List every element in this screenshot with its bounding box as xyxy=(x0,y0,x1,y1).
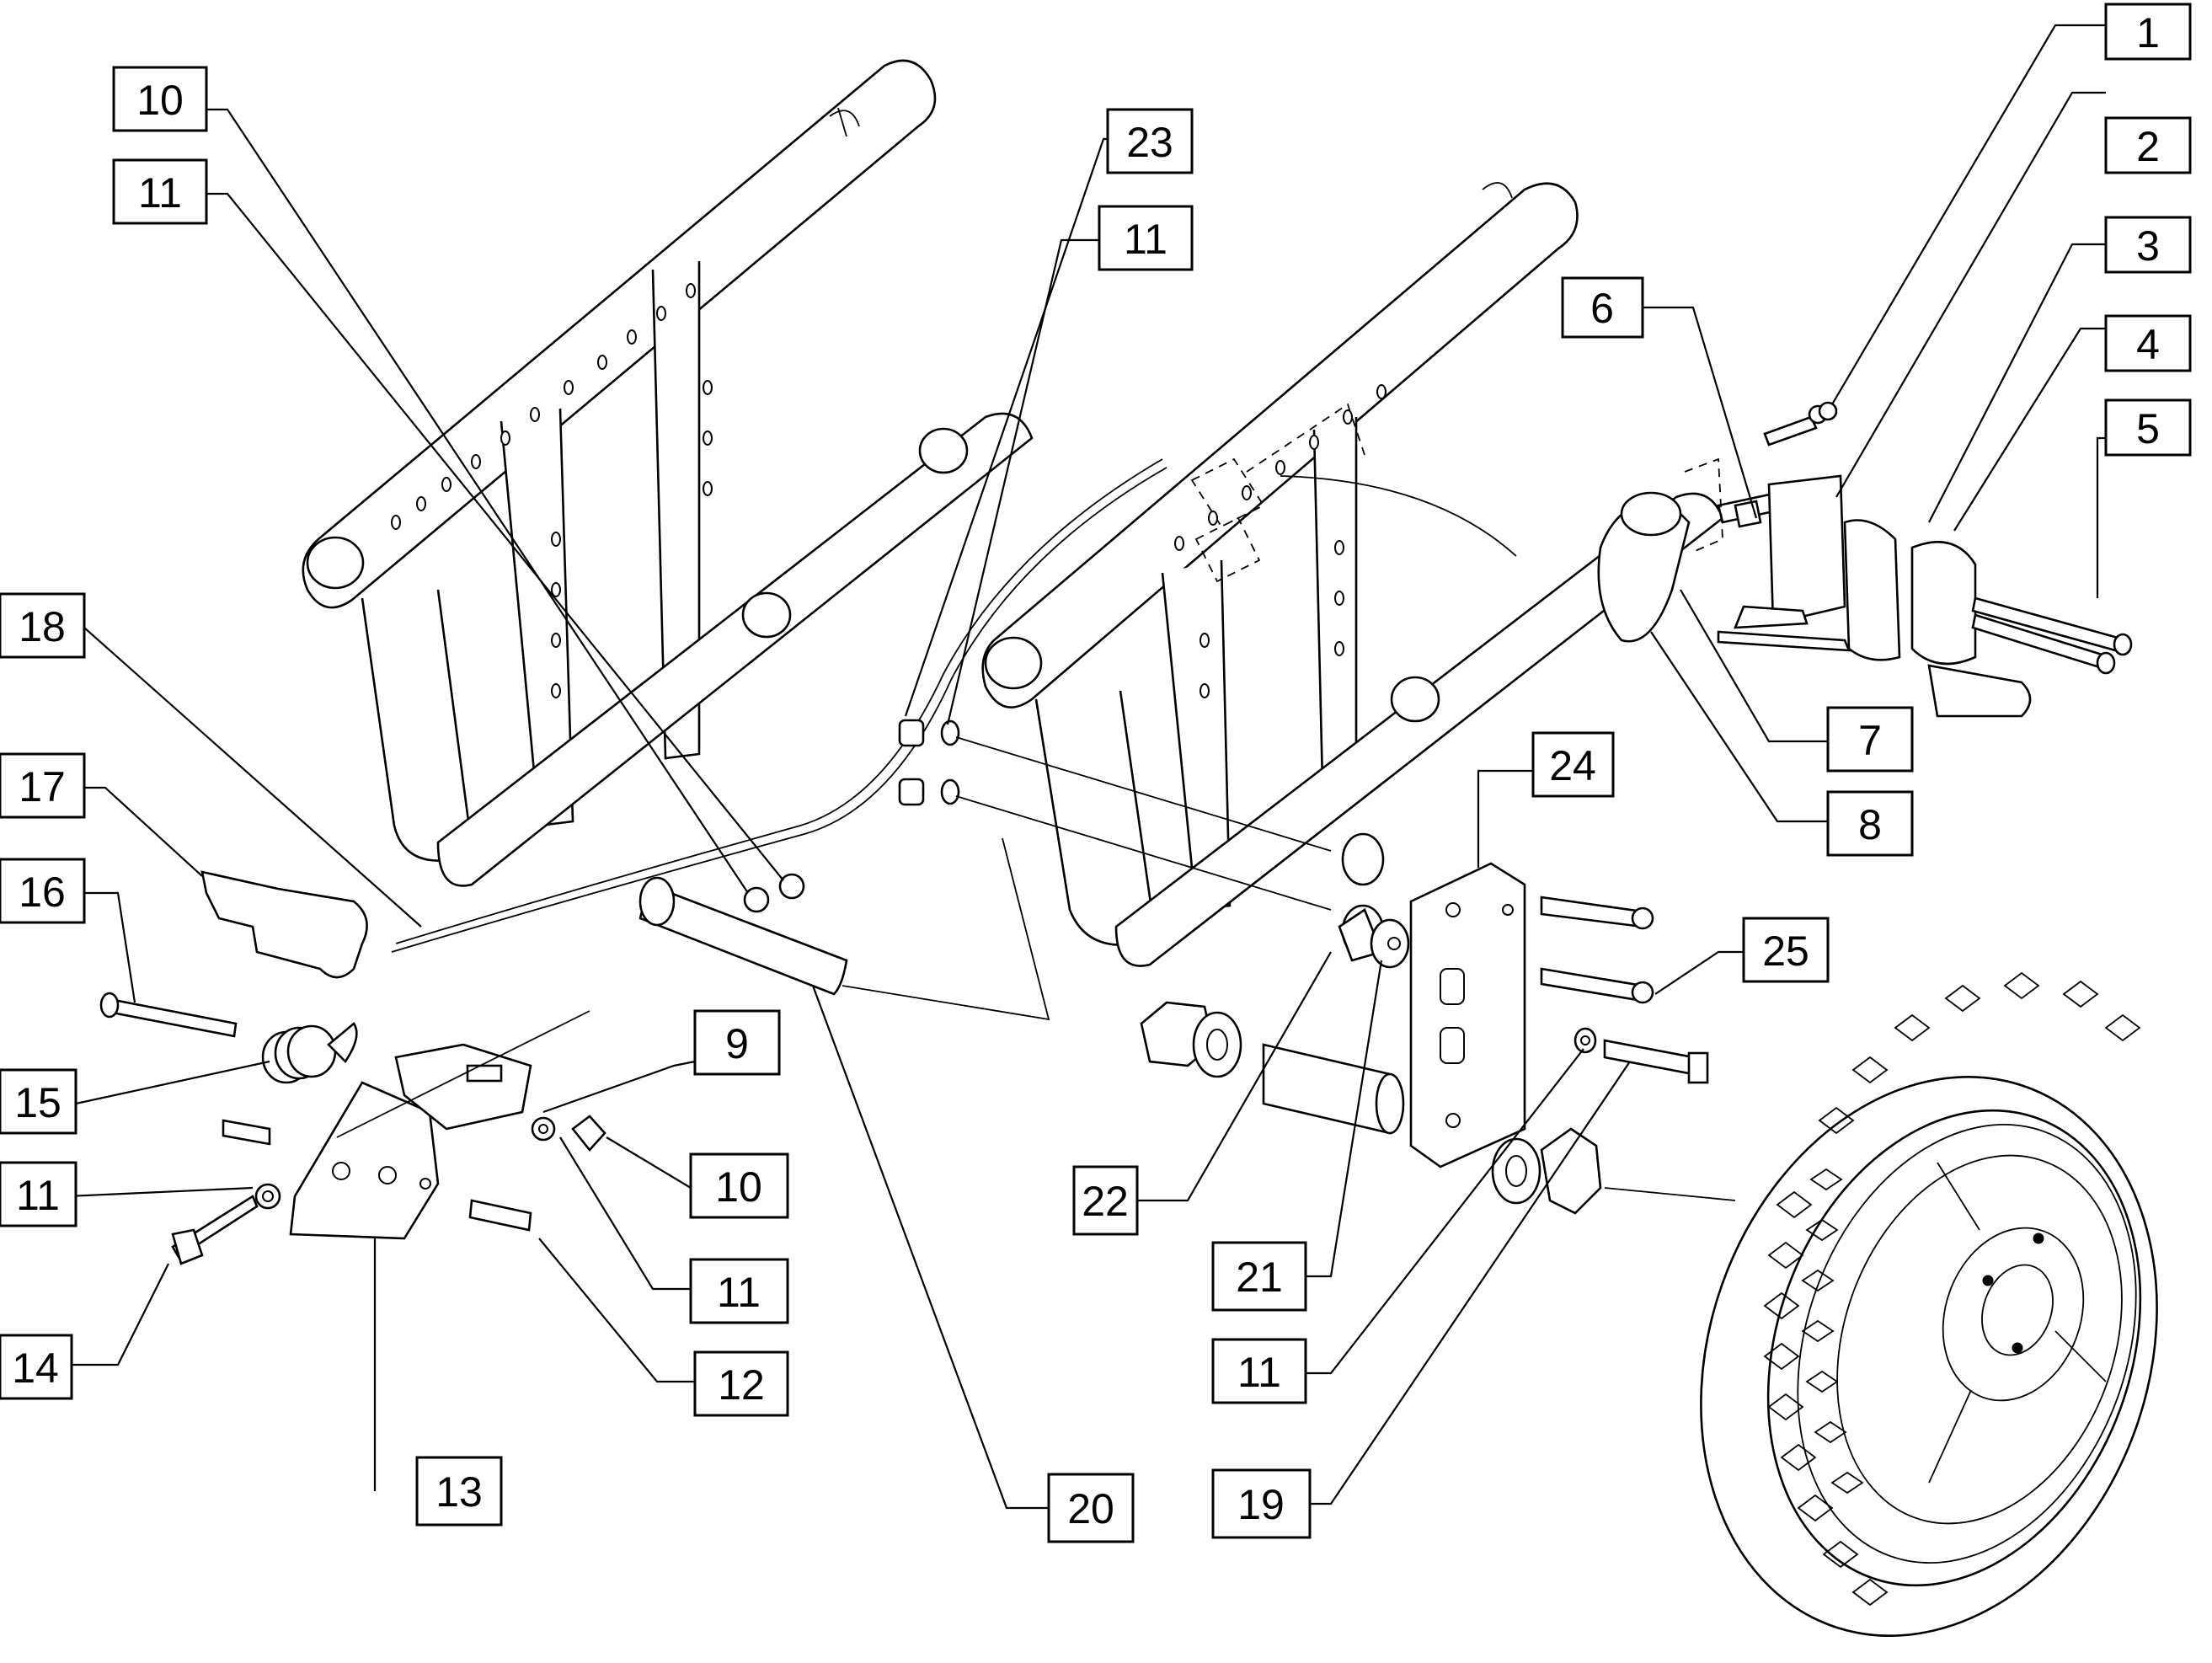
callout-17: 17 xyxy=(0,752,86,819)
callout-11-lower-left: 11 xyxy=(689,1258,789,1324)
callout-11-top-left: 11 xyxy=(112,158,208,225)
callout-10-top: 10 xyxy=(112,66,208,132)
right-side-frame xyxy=(981,182,1724,967)
svg-text:25: 25 xyxy=(1762,928,1809,975)
callout-3: 3 xyxy=(2104,216,2192,274)
svg-text:24: 24 xyxy=(1549,742,1596,789)
callout-11-lower-center: 11 xyxy=(1211,1338,1307,1404)
svg-text:22: 22 xyxy=(1082,1178,1129,1225)
caster-wheel xyxy=(1700,971,2158,1637)
callout-1: 1 xyxy=(2104,3,2192,61)
adjustment-holes xyxy=(391,283,713,698)
callout-10-bottom: 10 xyxy=(689,1152,789,1219)
callout-25: 25 xyxy=(1742,917,1830,983)
svg-text:12: 12 xyxy=(718,1361,765,1409)
svg-text:17: 17 xyxy=(19,763,66,810)
svg-text:18: 18 xyxy=(19,603,66,650)
callout-7: 7 xyxy=(1826,706,1914,773)
axle-tube xyxy=(638,837,1050,1021)
callout-11-top-center: 11 xyxy=(1098,205,1194,271)
brake-handle xyxy=(200,870,368,979)
svg-text:6: 6 xyxy=(1590,285,1614,332)
svg-text:2: 2 xyxy=(2136,123,2160,170)
brake-cable xyxy=(395,458,1163,944)
caster-fork-bracket xyxy=(289,1043,532,1240)
svg-text:7: 7 xyxy=(1858,717,1882,764)
callout-12: 12 xyxy=(693,1350,789,1417)
long-bolt xyxy=(102,997,238,1038)
svg-text:8: 8 xyxy=(1858,801,1882,848)
svg-text:20: 20 xyxy=(1067,1485,1114,1532)
svg-text:11: 11 xyxy=(1124,216,1167,263)
left-side-frame xyxy=(302,59,1034,887)
svg-text:11: 11 xyxy=(1237,1349,1281,1396)
svg-text:9: 9 xyxy=(725,1020,749,1067)
svg-text:13: 13 xyxy=(435,1468,483,1516)
callout-8: 8 xyxy=(1826,790,1914,857)
svg-text:19: 19 xyxy=(1237,1481,1285,1528)
svg-text:5: 5 xyxy=(2136,405,2160,452)
callout-2: 2 xyxy=(2104,116,2192,174)
wheel-lock-assembly xyxy=(1597,457,2133,718)
callout-5: 5 xyxy=(2104,398,2192,457)
callout-15: 15 xyxy=(0,1068,77,1135)
svg-text:3: 3 xyxy=(2136,222,2160,270)
svg-text:11: 11 xyxy=(138,169,182,217)
callout-19: 19 xyxy=(1211,1468,1312,1539)
callout-24: 24 xyxy=(1531,731,1615,798)
svg-text:23: 23 xyxy=(1126,119,1173,166)
svg-text:11: 11 xyxy=(717,1269,761,1316)
callout-4: 4 xyxy=(2104,314,2192,372)
callout-13: 13 xyxy=(415,1456,503,1527)
svg-text:10: 10 xyxy=(715,1163,762,1211)
callout-22: 22 xyxy=(1072,1165,1139,1236)
axle-hardware xyxy=(898,719,1736,1215)
tire-tread xyxy=(1763,971,2141,1607)
callout-6: 6 xyxy=(1561,276,1644,339)
callout-14: 14 xyxy=(0,1334,73,1400)
callout-23: 23 xyxy=(1106,108,1194,174)
cable-pulley xyxy=(261,1022,358,1084)
svg-text:21: 21 xyxy=(1236,1254,1283,1301)
callout-20: 20 xyxy=(1047,1473,1135,1543)
svg-text:10: 10 xyxy=(136,77,184,124)
svg-text:4: 4 xyxy=(2136,321,2160,368)
svg-text:1: 1 xyxy=(2136,9,2160,56)
svg-text:14: 14 xyxy=(12,1345,59,1392)
callout-16: 16 xyxy=(0,858,86,924)
svg-text:11: 11 xyxy=(16,1172,60,1219)
callout-11-left: 11 xyxy=(0,1161,77,1227)
callout-21: 21 xyxy=(1211,1241,1307,1312)
callout-18: 18 xyxy=(0,592,86,659)
svg-text:16: 16 xyxy=(19,869,66,916)
callout-9: 9 xyxy=(693,1009,781,1076)
svg-text:15: 15 xyxy=(14,1079,61,1126)
